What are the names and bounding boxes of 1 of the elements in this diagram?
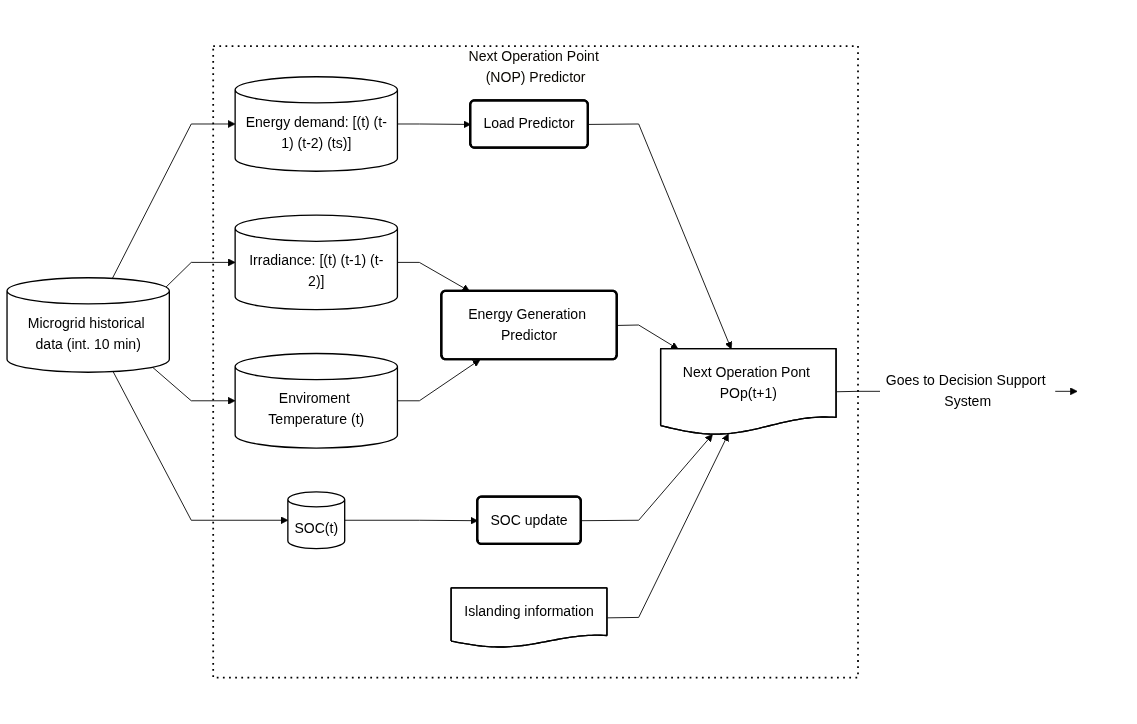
edge-label: Goes to Decision Support System — [885, 373, 1046, 409]
